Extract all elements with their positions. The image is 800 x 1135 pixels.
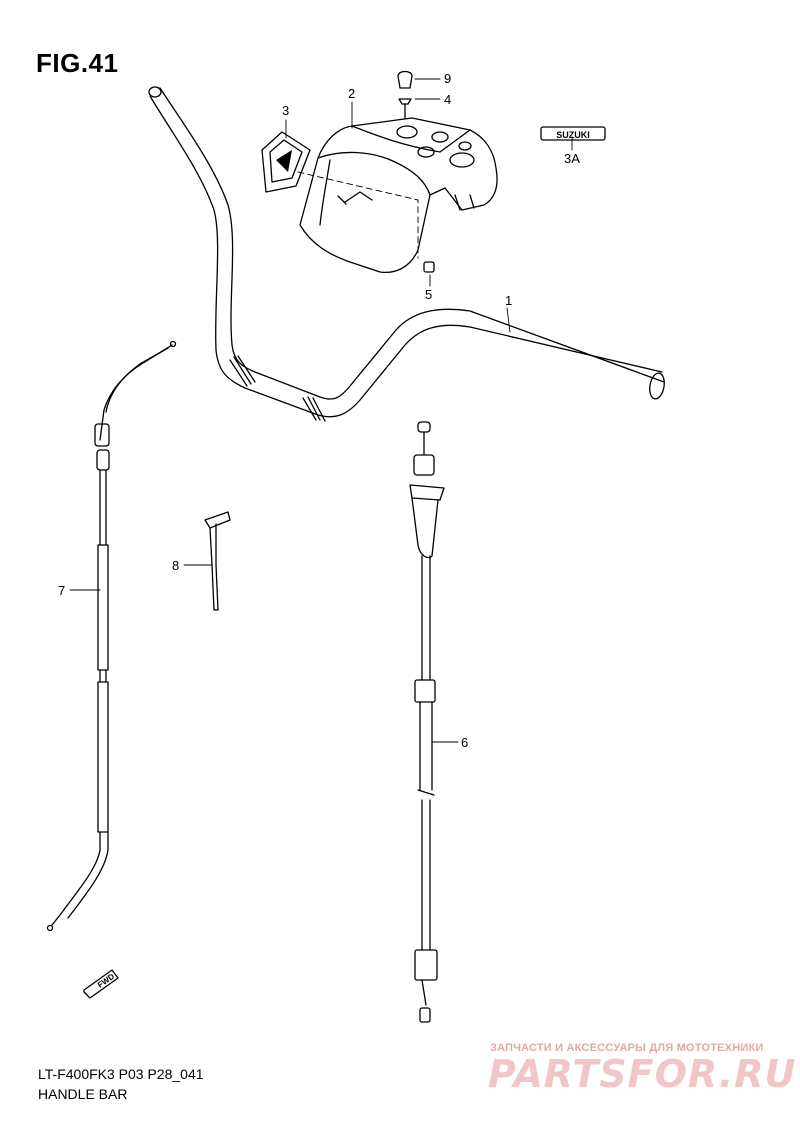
callout-3a: 3A [564,151,580,166]
handlebar-cover-part [299,117,498,274]
figure-code: LT-F400FK3 P03 P28_041 [38,1066,204,1082]
watermark-logo: PARTSFOR.RU [488,1052,797,1096]
callout-7: 7 [58,583,65,598]
nut-part [423,261,435,273]
callout-2: 2 [348,86,355,101]
suzuki-emblem-text: SUZUKI [556,130,590,140]
forward-arrow [83,969,119,999]
watermark-caption: ЗАПЧАСТИ И АКСЕССУАРЫ ДЛЯ МОТОТЕХНИКИ [490,1042,764,1054]
callout-4: 4 [444,92,451,107]
callout-8: 8 [172,558,179,573]
handlebar-part [148,86,665,422]
callout-6: 6 [461,735,468,750]
bolt-and-cap-parts [397,70,413,119]
figure-name: HANDLE BAR [38,1086,128,1102]
figure-title: FIG.41 [36,48,119,78]
cable-6-part [409,421,445,1023]
callout-3: 3 [282,103,289,118]
cable-7-part [46,340,177,932]
callout-5: 5 [425,287,432,302]
callout-9: 9 [444,71,451,86]
suzuki-emblem-box [540,126,606,141]
emblem-part [261,131,311,193]
cable-tie-part [204,511,231,611]
callout-1: 1 [505,293,512,308]
